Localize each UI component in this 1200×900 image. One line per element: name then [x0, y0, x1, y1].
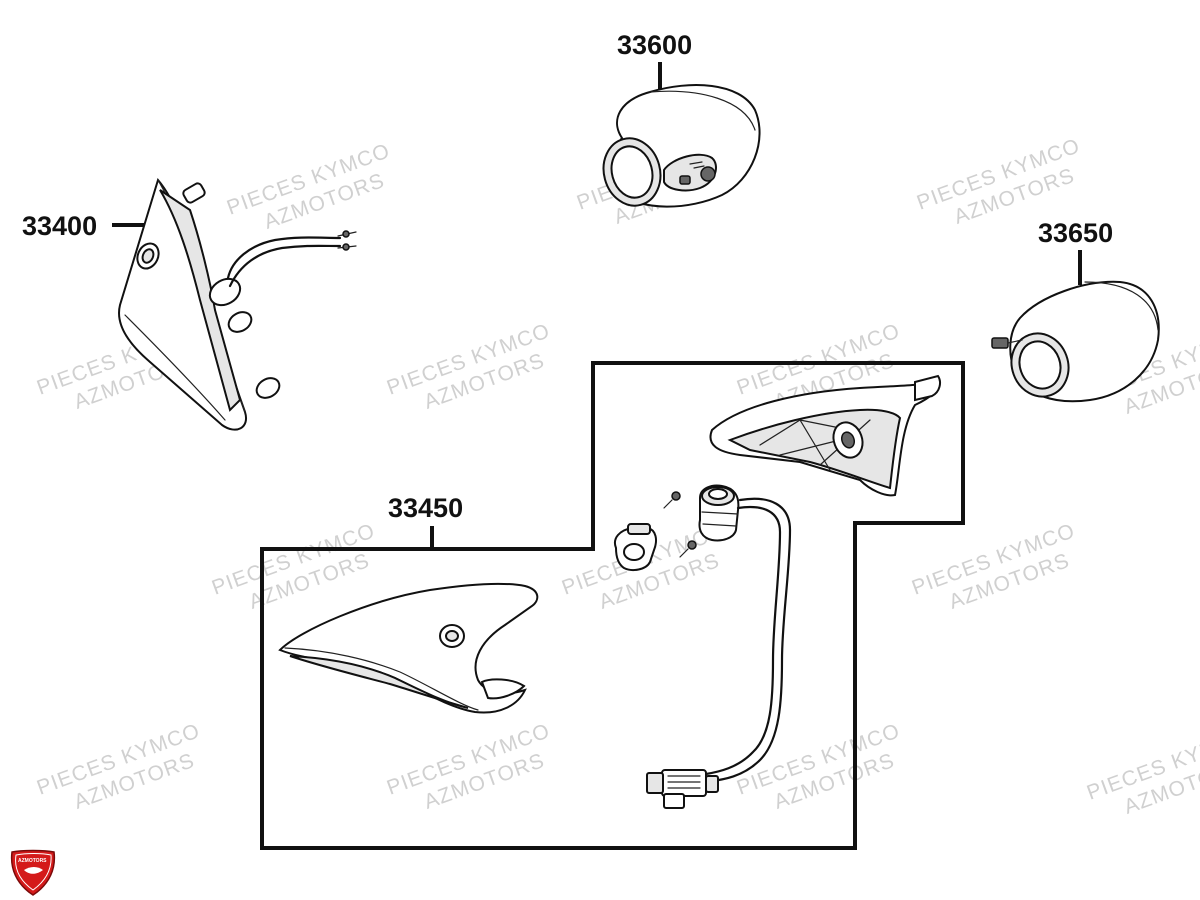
rear-housing-drawing	[709, 374, 941, 497]
indicator-33400-drawing	[118, 177, 357, 431]
part-33450[interactable]: 33450	[260, 361, 965, 850]
bulb-socket-drawing	[698, 484, 740, 542]
part-33650[interactable]: 33650	[991, 218, 1160, 405]
watermark-layer: PIECES KYMCO AZMOTORS PIECES KYMCO AZMOT…	[34, 134, 1200, 819]
lens-33650-drawing	[991, 280, 1160, 403]
wiring-harness-drawing	[646, 497, 792, 809]
part-33600[interactable]: 33600	[596, 30, 761, 212]
azmotors-logo: AZMOTORS	[10, 849, 56, 896]
group-outline-box	[260, 361, 965, 850]
lens-33600-drawing	[602, 84, 761, 208]
screw-drawing	[663, 491, 697, 558]
part-number-label: 33400	[22, 211, 97, 241]
logo-text: AZMOTORS	[18, 858, 47, 864]
part-number-label: 33650	[1038, 218, 1113, 248]
lens-cover-drawing	[278, 582, 539, 714]
part-number-label: 33450	[388, 493, 463, 523]
part-33400[interactable]: 33400	[22, 177, 357, 431]
bulb-drawing	[614, 523, 657, 571]
part-number-label: 33600	[617, 30, 692, 60]
